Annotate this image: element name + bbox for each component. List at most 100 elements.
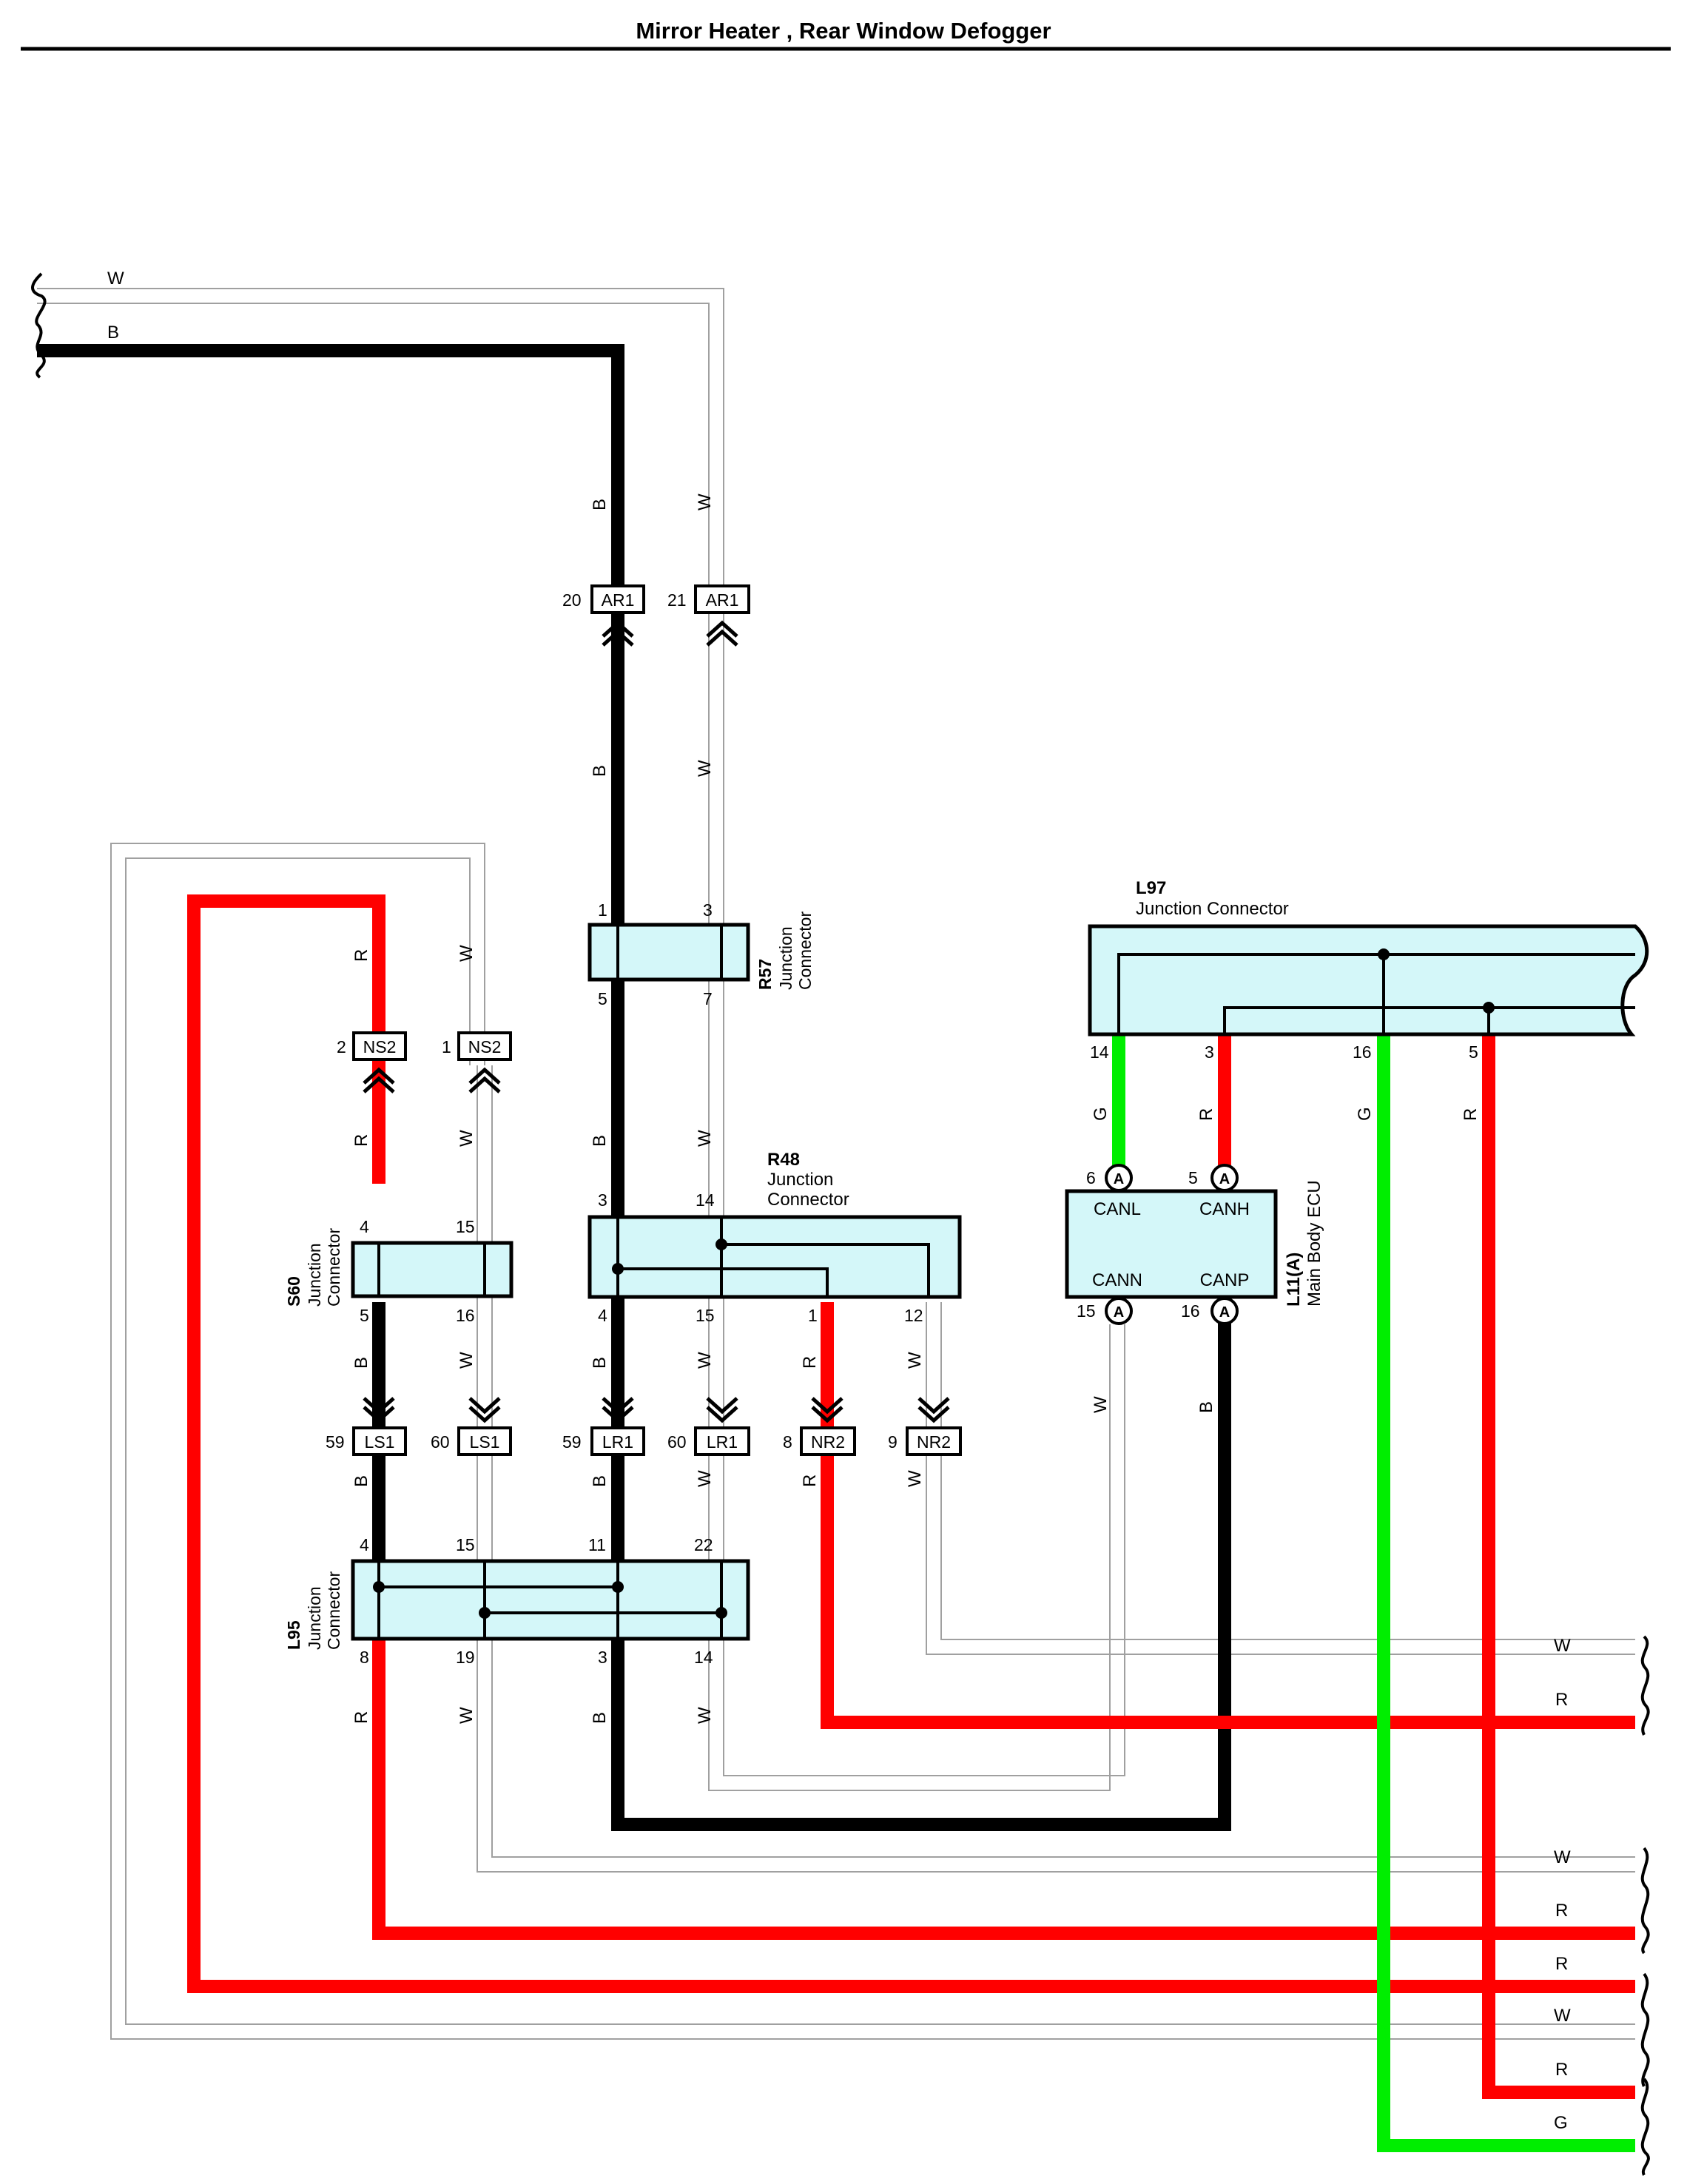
svg-text:G: G	[1091, 1107, 1111, 1121]
right-break-1	[1640, 1635, 1650, 1736]
svg-text:Connector: Connector	[767, 1190, 849, 1210]
svg-text:1: 1	[808, 1306, 818, 1325]
svg-text:3: 3	[598, 1648, 607, 1667]
svg-text:Junction: Junction	[305, 1586, 324, 1650]
svg-text:W: W	[457, 945, 477, 962]
inline-lr1-59: LR1 59	[562, 1397, 645, 1456]
svg-text:3: 3	[598, 1190, 607, 1210]
connector-l97: 14 3 16 5 L97 Junction Connector	[1088, 878, 1649, 1062]
svg-text:Junction: Junction	[776, 926, 795, 990]
svg-text:NR2: NR2	[811, 1432, 845, 1452]
wire-w-top	[37, 288, 1125, 1776]
svg-text:LR1: LR1	[602, 1432, 633, 1452]
inline-ls1-60: LS1 60	[431, 1397, 512, 1456]
svg-text:Main Body ECU: Main Body ECU	[1304, 1180, 1324, 1307]
inline-lr1-60: LR1 60	[667, 1397, 750, 1456]
ecu-l11: CANL CANH CANN CANP A A A A 6 5 15 16 L1…	[1065, 1164, 1324, 1325]
svg-text:R: R	[351, 949, 371, 962]
svg-text:R: R	[1555, 1901, 1568, 1921]
svg-text:3: 3	[703, 900, 713, 920]
right-break-2	[1640, 1847, 1650, 1955]
svg-text:14: 14	[694, 1648, 713, 1667]
svg-text:CANH: CANH	[1199, 1199, 1250, 1219]
svg-text:B: B	[590, 1712, 610, 1724]
svg-text:W: W	[1554, 2006, 1571, 2026]
svg-text:B: B	[590, 765, 610, 777]
svg-text:B: B	[1196, 1401, 1216, 1413]
inline-ls1-59: LS1 59	[326, 1397, 407, 1456]
svg-text:W: W	[695, 1470, 715, 1487]
red-wires	[187, 894, 1635, 2099]
wire-breaks	[31, 272, 1650, 2177]
svg-text:4: 4	[360, 1535, 369, 1554]
svg-text:19: 19	[456, 1648, 475, 1667]
svg-text:21: 21	[667, 590, 687, 610]
svg-text:W: W	[457, 1707, 477, 1724]
svg-text:W: W	[1091, 1396, 1111, 1413]
svg-text:W: W	[457, 1130, 477, 1147]
wire-g-l97-16	[1377, 1034, 1635, 2152]
svg-text:AR1: AR1	[706, 590, 739, 610]
svg-text:22: 22	[694, 1535, 713, 1554]
page-title: Mirror Heater , Rear Window Defogger	[636, 18, 1051, 44]
white-wires	[37, 288, 1635, 2040]
svg-text:60: 60	[431, 1432, 450, 1452]
svg-text:B: B	[351, 1357, 371, 1369]
left-break	[31, 272, 47, 379]
svg-text:G: G	[1355, 1107, 1375, 1121]
svg-text:R: R	[1555, 2060, 1568, 2080]
svg-text:A: A	[1114, 1171, 1124, 1187]
svg-text:W: W	[905, 1352, 925, 1369]
l11-id: L11(A)	[1284, 1253, 1304, 1307]
svg-text:1: 1	[442, 1037, 451, 1056]
svg-text:20: 20	[562, 590, 582, 610]
svg-text:W: W	[1554, 1847, 1571, 1867]
svg-text:Connector: Connector	[324, 1228, 343, 1307]
svg-text:5: 5	[1469, 1042, 1478, 1062]
svg-text:W: W	[695, 1352, 715, 1369]
inline-nr2-8: NR2 8	[783, 1397, 856, 1456]
svg-text:16: 16	[456, 1306, 475, 1325]
wire-r-l95-8	[372, 1639, 1635, 1940]
svg-text:Junction: Junction	[305, 1243, 324, 1307]
svg-text:15: 15	[456, 1217, 475, 1236]
svg-text:NS2: NS2	[468, 1037, 502, 1056]
svg-text:9: 9	[888, 1432, 898, 1452]
wire-labels: W B B W B W R W R W B W B W B W R W B B …	[107, 269, 1571, 2133]
svg-text:B: B	[590, 1475, 610, 1487]
svg-text:AR1: AR1	[602, 590, 635, 610]
svg-text:B: B	[590, 1135, 610, 1147]
connector-l95: 4 15 11 22 8 19 3 14 L95 Junction Connec…	[284, 1535, 750, 1667]
svg-text:R: R	[1461, 1108, 1481, 1121]
wire-b-top	[37, 344, 1231, 1831]
svg-text:4: 4	[360, 1217, 369, 1236]
svg-text:5: 5	[598, 989, 607, 1008]
svg-text:CANL: CANL	[1094, 1199, 1141, 1219]
wire-r-l97-5	[1482, 1034, 1635, 2099]
svg-text:W: W	[107, 269, 124, 289]
connector-r57: 1 3 5 7 R57 Junction Connector	[587, 900, 815, 1008]
svg-text:G: G	[1554, 2113, 1568, 2133]
svg-text:1: 1	[598, 900, 607, 920]
svg-text:5: 5	[1188, 1168, 1198, 1187]
right-break-3	[1640, 1972, 1650, 2087]
svg-text:12: 12	[904, 1306, 923, 1325]
svg-text:16: 16	[1353, 1042, 1372, 1062]
svg-text:Junction Connector: Junction Connector	[1136, 899, 1289, 919]
svg-text:B: B	[351, 1475, 371, 1487]
connector-s60: 4 15 5 16 S60 Junction Connector	[284, 1217, 513, 1325]
svg-text:7: 7	[703, 989, 713, 1008]
svg-text:59: 59	[562, 1432, 582, 1452]
wire-w-l95-19	[477, 1639, 1635, 1873]
svg-text:W: W	[695, 493, 715, 510]
wire-w-r48-12	[926, 1302, 1635, 1655]
svg-text:15: 15	[456, 1535, 475, 1554]
s60-id: S60	[284, 1276, 303, 1307]
svg-text:16: 16	[1181, 1301, 1200, 1321]
svg-text:60: 60	[667, 1432, 687, 1452]
svg-text:LR1: LR1	[707, 1432, 738, 1452]
wire-r-ns2	[187, 894, 1635, 1993]
svg-text:A: A	[1219, 1171, 1230, 1187]
svg-text:15: 15	[1077, 1301, 1096, 1321]
